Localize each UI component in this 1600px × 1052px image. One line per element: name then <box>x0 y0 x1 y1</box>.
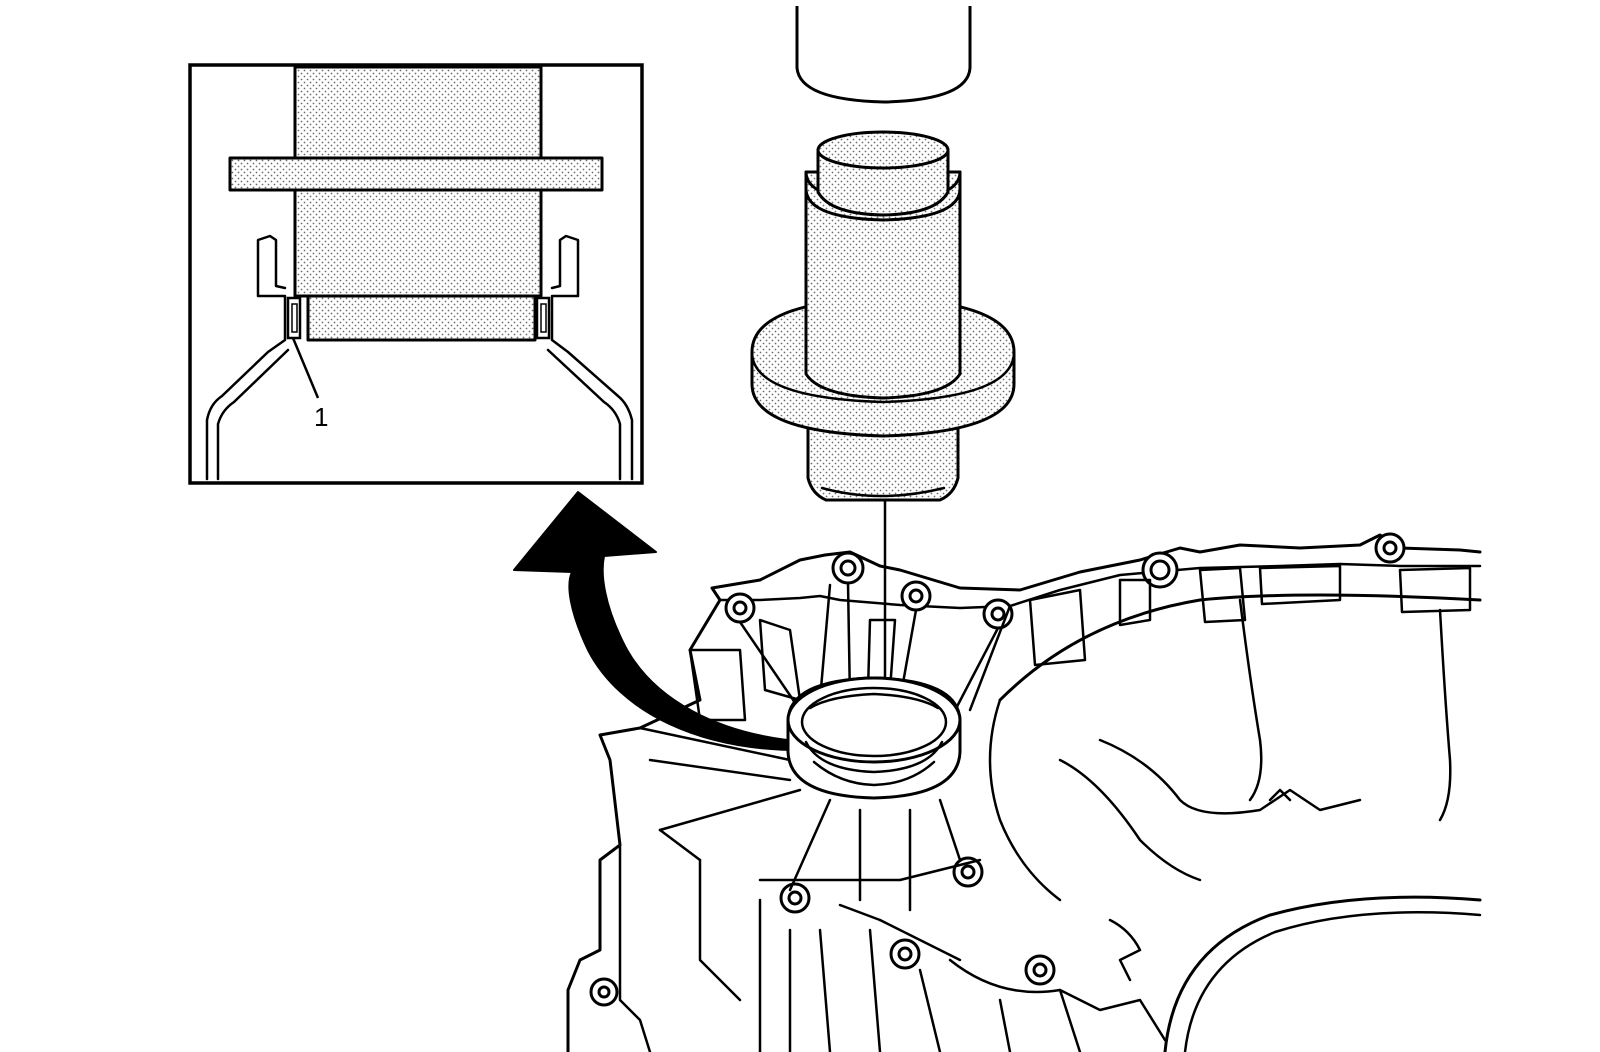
inset-tool-shaft-lower <box>293 188 543 298</box>
inset-tool-shaft-upper <box>293 65 543 162</box>
seal-installer-tool <box>750 130 1016 502</box>
inset-housing-left <box>205 234 287 481</box>
driver-handle <box>795 6 972 104</box>
inset-housing-right <box>550 234 634 481</box>
callout-1-leader <box>291 337 320 399</box>
callout-1-label: 1 <box>314 402 328 432</box>
transmission-case <box>566 532 1482 1052</box>
inset-housing-right-inner <box>546 348 622 481</box>
seal-bore <box>786 676 962 800</box>
inset-seal-left <box>286 296 302 340</box>
inset-housing-left-inner <box>216 348 290 481</box>
inset-tool-flange <box>228 156 604 192</box>
inset-tool-pilot <box>306 294 537 342</box>
curved-arrow-icon <box>513 491 809 752</box>
detail-inset: 1 <box>188 63 644 485</box>
inset-seal-right <box>535 296 551 340</box>
